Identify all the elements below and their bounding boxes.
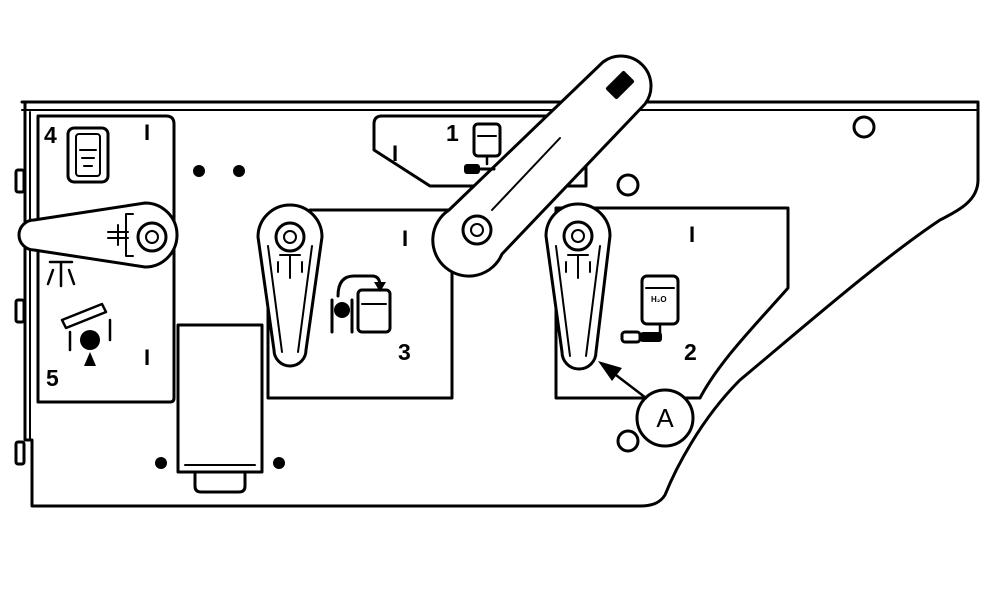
valve-number-2: 2: [684, 339, 697, 365]
valve-hub-4-5-center: [145, 230, 159, 244]
valve-hub-1-center: [470, 223, 484, 237]
left-edge-bracket: [14, 168, 26, 194]
lever-2-marks: [565, 254, 591, 279]
valve-4-position-mark: I: [144, 120, 150, 145]
cab-spray-icon: [66, 126, 110, 184]
lever-1-grip-mark: [605, 70, 635, 100]
left-edge-bracket: [14, 298, 26, 324]
valve-1-position-mark: I: [392, 141, 398, 166]
rivet: [155, 457, 167, 469]
valve-number-3: 3: [398, 339, 411, 365]
left-edge-bracket: [14, 440, 26, 466]
valve-hub-2-center: [571, 229, 585, 243]
valve-lever-3[interactable]: [256, 203, 324, 368]
valve-5-position-mark: I: [144, 345, 150, 370]
valve-number-5: 5: [46, 365, 59, 391]
lever-3-marks: [277, 254, 303, 279]
spray-nozzle-icon: [46, 260, 76, 288]
mounting-hole: [616, 429, 640, 453]
lower-housing-tab: [193, 470, 247, 494]
valve-3-position-mark: I: [402, 226, 408, 251]
lever-4-5-marks: [107, 213, 134, 257]
lever-2-slot: [555, 245, 601, 357]
lever-1-slot: [491, 137, 561, 211]
nozzle-rinse-icon: [60, 302, 112, 366]
clean-water-tank-icon: [464, 122, 502, 174]
lower-housing: [176, 323, 264, 474]
tank-recirculation-icon: [330, 274, 392, 334]
rivet: [233, 165, 245, 177]
valve-hub-3-center: [283, 230, 297, 244]
lever-3-slot: [267, 245, 313, 353]
water-tank-icon-text: H₂O: [651, 295, 667, 304]
callout-a-arrowhead: [598, 361, 622, 381]
valve-lever-4-5[interactable]: [17, 201, 179, 269]
valve-number-1: 1: [446, 120, 459, 146]
valve-number-4: 4: [44, 122, 57, 148]
callout-a-leader: [610, 370, 648, 400]
valve-2-position-mark: I: [689, 222, 695, 247]
rivet: [193, 165, 205, 177]
mounting-hole: [852, 115, 876, 139]
mounting-hole: [616, 173, 640, 197]
water-tank-icon: [620, 274, 680, 344]
valve-lever-2[interactable]: [544, 202, 612, 371]
rivet: [273, 457, 285, 469]
callout-a-label: A: [656, 403, 674, 433]
callout-a-circle: [635, 388, 695, 448]
